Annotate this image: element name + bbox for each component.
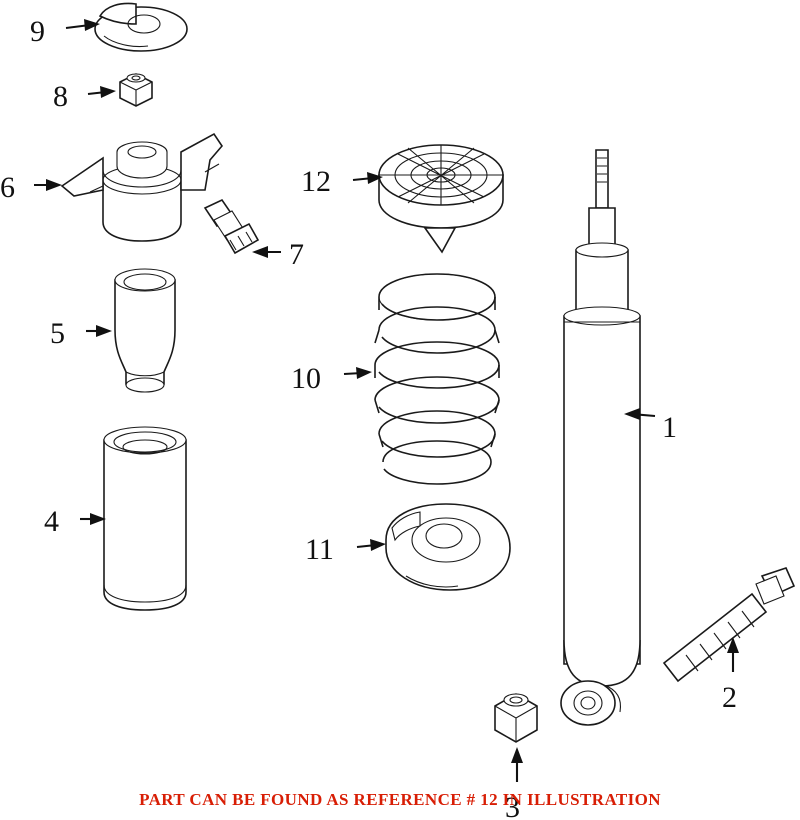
part-upper-spring-seat-pad <box>378 144 504 254</box>
callout-2: 2 <box>722 681 737 714</box>
part-mount-bolt <box>203 198 260 255</box>
callout-8: 8 <box>53 80 68 113</box>
callout-3: 3 <box>505 791 520 820</box>
leader-lines <box>34 19 739 782</box>
part-shock-absorber-strut <box>560 149 641 726</box>
part-coil-spring <box>374 273 500 485</box>
callout-7: 7 <box>289 238 304 271</box>
part-protective-cap <box>94 2 188 52</box>
callout-6: 6 <box>0 171 15 204</box>
part-piston-rod-nut <box>119 73 153 107</box>
part-upper-strut-mount <box>60 132 224 242</box>
part-bump-stop <box>114 268 176 393</box>
part-lower-spring-seat <box>385 503 511 591</box>
callout-4: 4 <box>44 505 59 538</box>
callout-1: 1 <box>662 411 677 444</box>
part-dust-boot-cover <box>103 426 187 611</box>
reference-note: PART CAN BE FOUND AS REFERENCE # 12 IN I… <box>139 790 661 809</box>
callout-9: 9 <box>30 15 45 48</box>
callout-10: 10 <box>291 362 321 395</box>
part-lower-mounting-nut <box>494 693 538 743</box>
callout-12: 12 <box>301 165 331 198</box>
callout-5: 5 <box>50 317 65 350</box>
callout-11: 11 <box>305 533 334 566</box>
part-lower-mounting-bolt <box>662 567 796 683</box>
